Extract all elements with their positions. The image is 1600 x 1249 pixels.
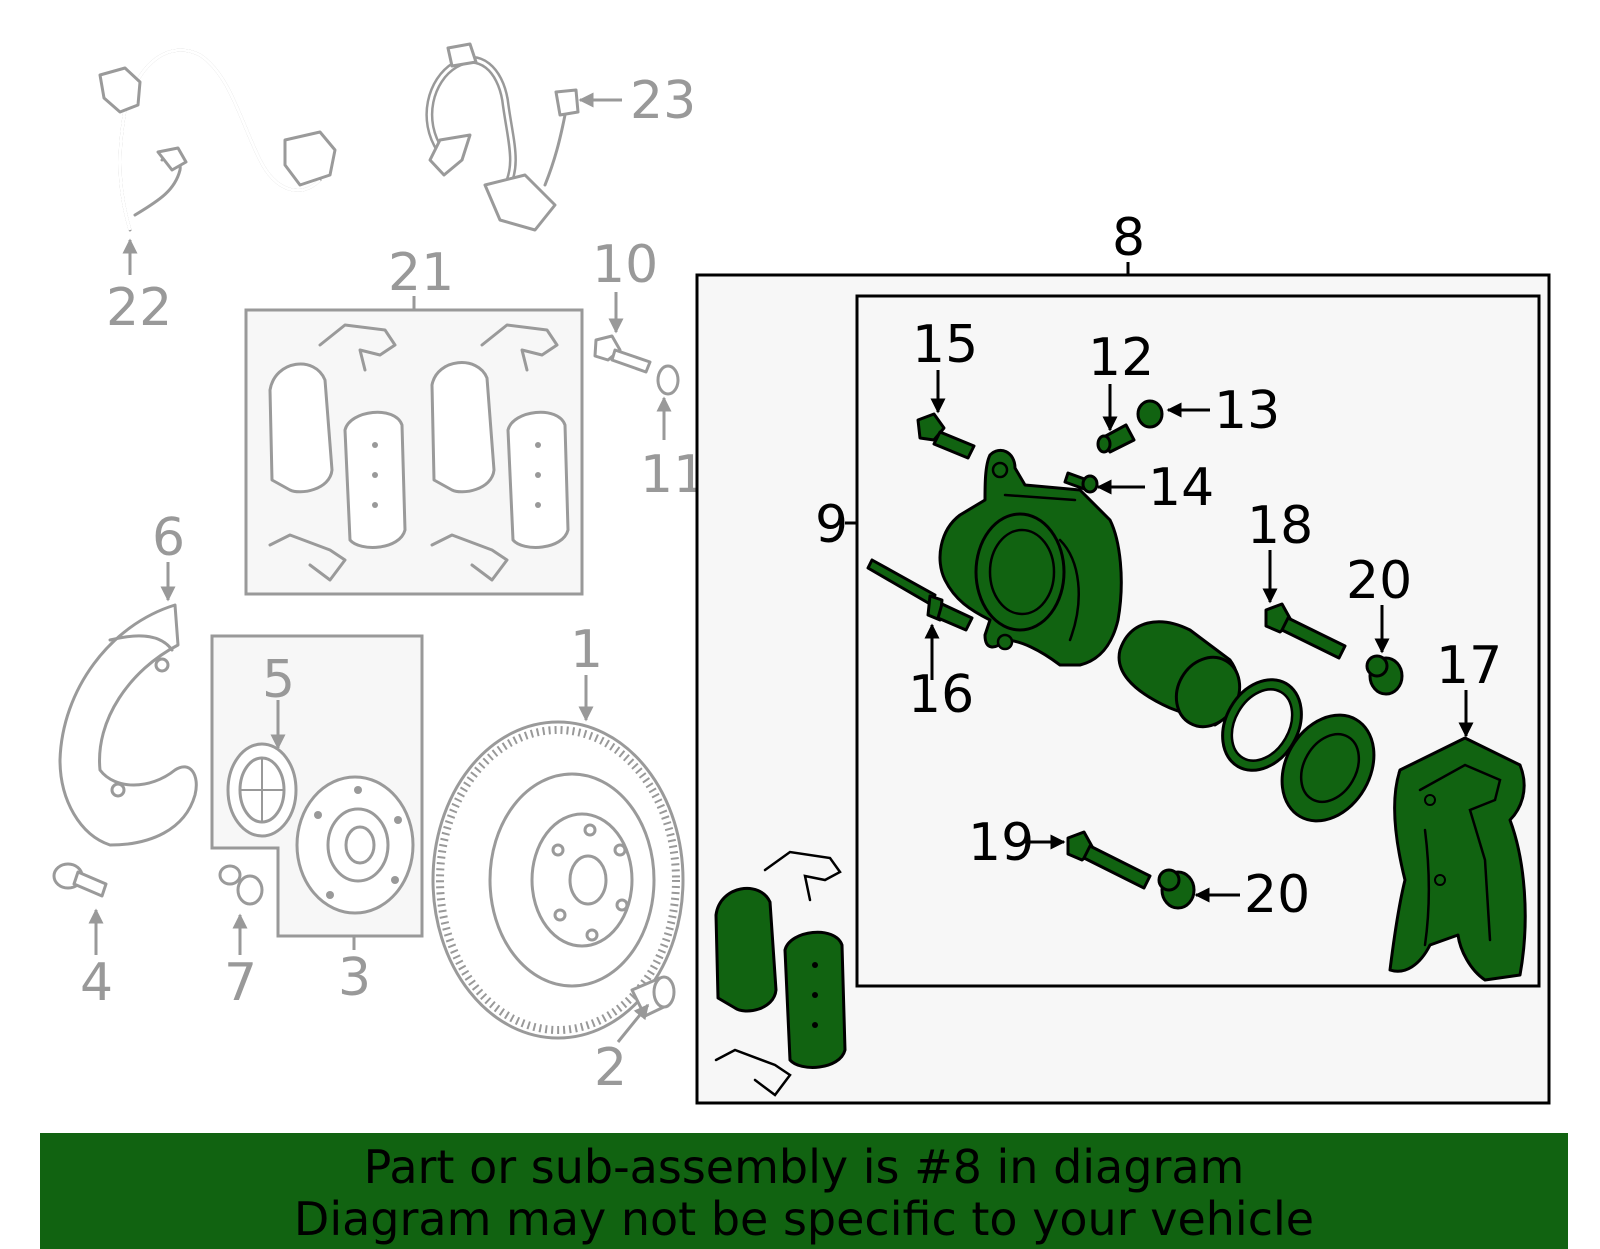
callout-2: 2: [594, 1038, 627, 1098]
callout-16: 16: [908, 665, 974, 725]
pin-boot-20b: [1157, 868, 1196, 910]
callout-3: 3: [338, 948, 371, 1008]
callout-12: 12: [1088, 328, 1154, 388]
pin-boot-20a: [1365, 654, 1404, 696]
banner-line-2: Diagram may not be specific to your vehi…: [293, 1192, 1315, 1246]
wheel-hub: [295, 775, 415, 915]
bolt-7: [218, 864, 264, 906]
callout-21: 21: [388, 243, 454, 303]
callout-23: 23: [630, 71, 696, 131]
bolt-10: [593, 334, 652, 374]
washer-11: [656, 364, 680, 396]
callout-7: 7: [224, 953, 257, 1013]
bolt-4: [52, 862, 108, 898]
brake-rotor-1: [431, 720, 685, 1040]
bolt-15: [916, 412, 976, 460]
wheel-speed-sensor-23: [425, 42, 580, 232]
guide-pin-18: [1264, 602, 1347, 660]
caliper-piston: [1117, 620, 1242, 729]
callout-20b: 20: [1244, 865, 1310, 925]
cap-13: [1136, 399, 1164, 429]
callout-18: 18: [1247, 496, 1313, 556]
banner-line-1: Part or sub-assembly is #8 in diagram: [363, 1140, 1245, 1194]
wheel-speed-sensor-harness-22: [98, 48, 337, 232]
callout-14: 14: [1148, 458, 1214, 518]
dust-shield-6: [58, 603, 198, 847]
bearing-5: [226, 742, 298, 838]
callout-6: 6: [152, 508, 185, 568]
caliper-housing: [938, 449, 1123, 667]
brake-pads-21: [268, 323, 570, 582]
callout-11: 11: [640, 445, 706, 505]
callout-10: 10: [592, 235, 658, 295]
callout-9: 9: [815, 495, 848, 555]
info-banner: Part or sub-assembly is #8 in diagram Di…: [40, 1133, 1568, 1249]
assembly-brake-pads: [714, 850, 847, 1097]
callout-8: 8: [1112, 208, 1145, 268]
callout-20a: 20: [1346, 551, 1412, 611]
caliper-bracket-17: [1388, 736, 1527, 982]
callout-1: 1: [570, 620, 603, 680]
callout-22: 22: [106, 278, 172, 338]
callout-19: 19: [968, 813, 1034, 873]
guide-pin-19: [1066, 830, 1152, 890]
guide-pin-16: [866, 558, 974, 632]
bleeder-12: [1096, 423, 1136, 454]
callout-4: 4: [80, 953, 113, 1013]
callout-15: 15: [912, 315, 978, 375]
callout-13: 13: [1214, 381, 1280, 441]
callout-17: 17: [1436, 636, 1502, 696]
callout-5: 5: [262, 650, 295, 710]
